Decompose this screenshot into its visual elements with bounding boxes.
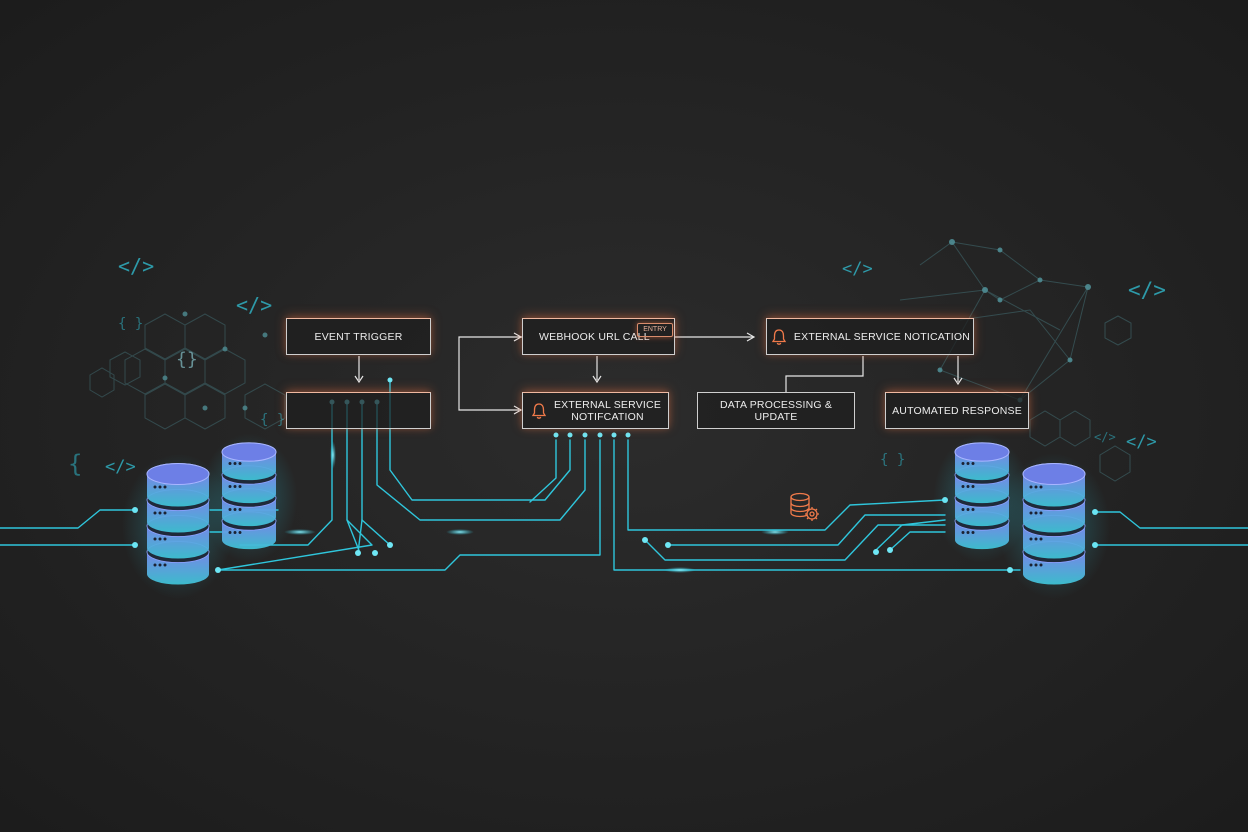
- code-icon: </>: [236, 293, 273, 317]
- code-icon: </>: [1128, 278, 1166, 302]
- code-icon: </>: [118, 254, 155, 278]
- external-service-notification-top-node[interactable]: EXTERNAL SERVICE NOTICATION: [766, 318, 974, 355]
- automated-response-node[interactable]: AUTOMATED RESPONSE: [885, 392, 1029, 429]
- event-trigger-node[interactable]: EVENT TRIGGER: [286, 318, 431, 355]
- flow-arrows: [354, 332, 963, 415]
- node-label-line-1: EXTERNAL SERVICE: [553, 398, 662, 411]
- braces-icon: { }: [118, 316, 144, 332]
- code-icon: </>: [842, 259, 873, 279]
- webhook-url-call-node[interactable]: WEBHOOK URL CALL: [522, 318, 675, 355]
- braces-icon: { }: [880, 452, 906, 468]
- node-label: EXTERNAL SERVICE NOTICATION: [793, 330, 971, 343]
- node-label-line-2: NOTIFCATION: [571, 410, 644, 423]
- brace-icon: {: [68, 450, 83, 478]
- node-label: WEBHOOK URL CALL: [539, 330, 650, 343]
- node-label: AUTOMATED RESPONSE: [892, 404, 1022, 417]
- external-service-notification-node[interactable]: EXTERNAL SERVICE NOTIFCATION: [522, 392, 669, 429]
- circuit-traces: [0, 379, 1248, 571]
- node-label: EVENT TRIGGER: [314, 330, 403, 343]
- event-trigger-output-node[interactable]: [286, 392, 431, 429]
- braces-icon: { }: [260, 412, 286, 428]
- code-icon: </>: [1126, 432, 1157, 452]
- bell-icon: [531, 402, 547, 419]
- node-label: DATA PROCESSING & UPDATE: [719, 398, 833, 423]
- hexagon-network-left-nodes: [162, 311, 268, 411]
- webhook-tag-badge: ENTRY: [637, 323, 673, 337]
- braces-icon: {}: [176, 349, 198, 370]
- code-icon: </>: [105, 457, 136, 477]
- code-icon: </>: [1094, 430, 1116, 444]
- data-processing-update-node[interactable]: DATA PROCESSING & UPDATE: [697, 392, 855, 429]
- bell-icon: [771, 328, 787, 345]
